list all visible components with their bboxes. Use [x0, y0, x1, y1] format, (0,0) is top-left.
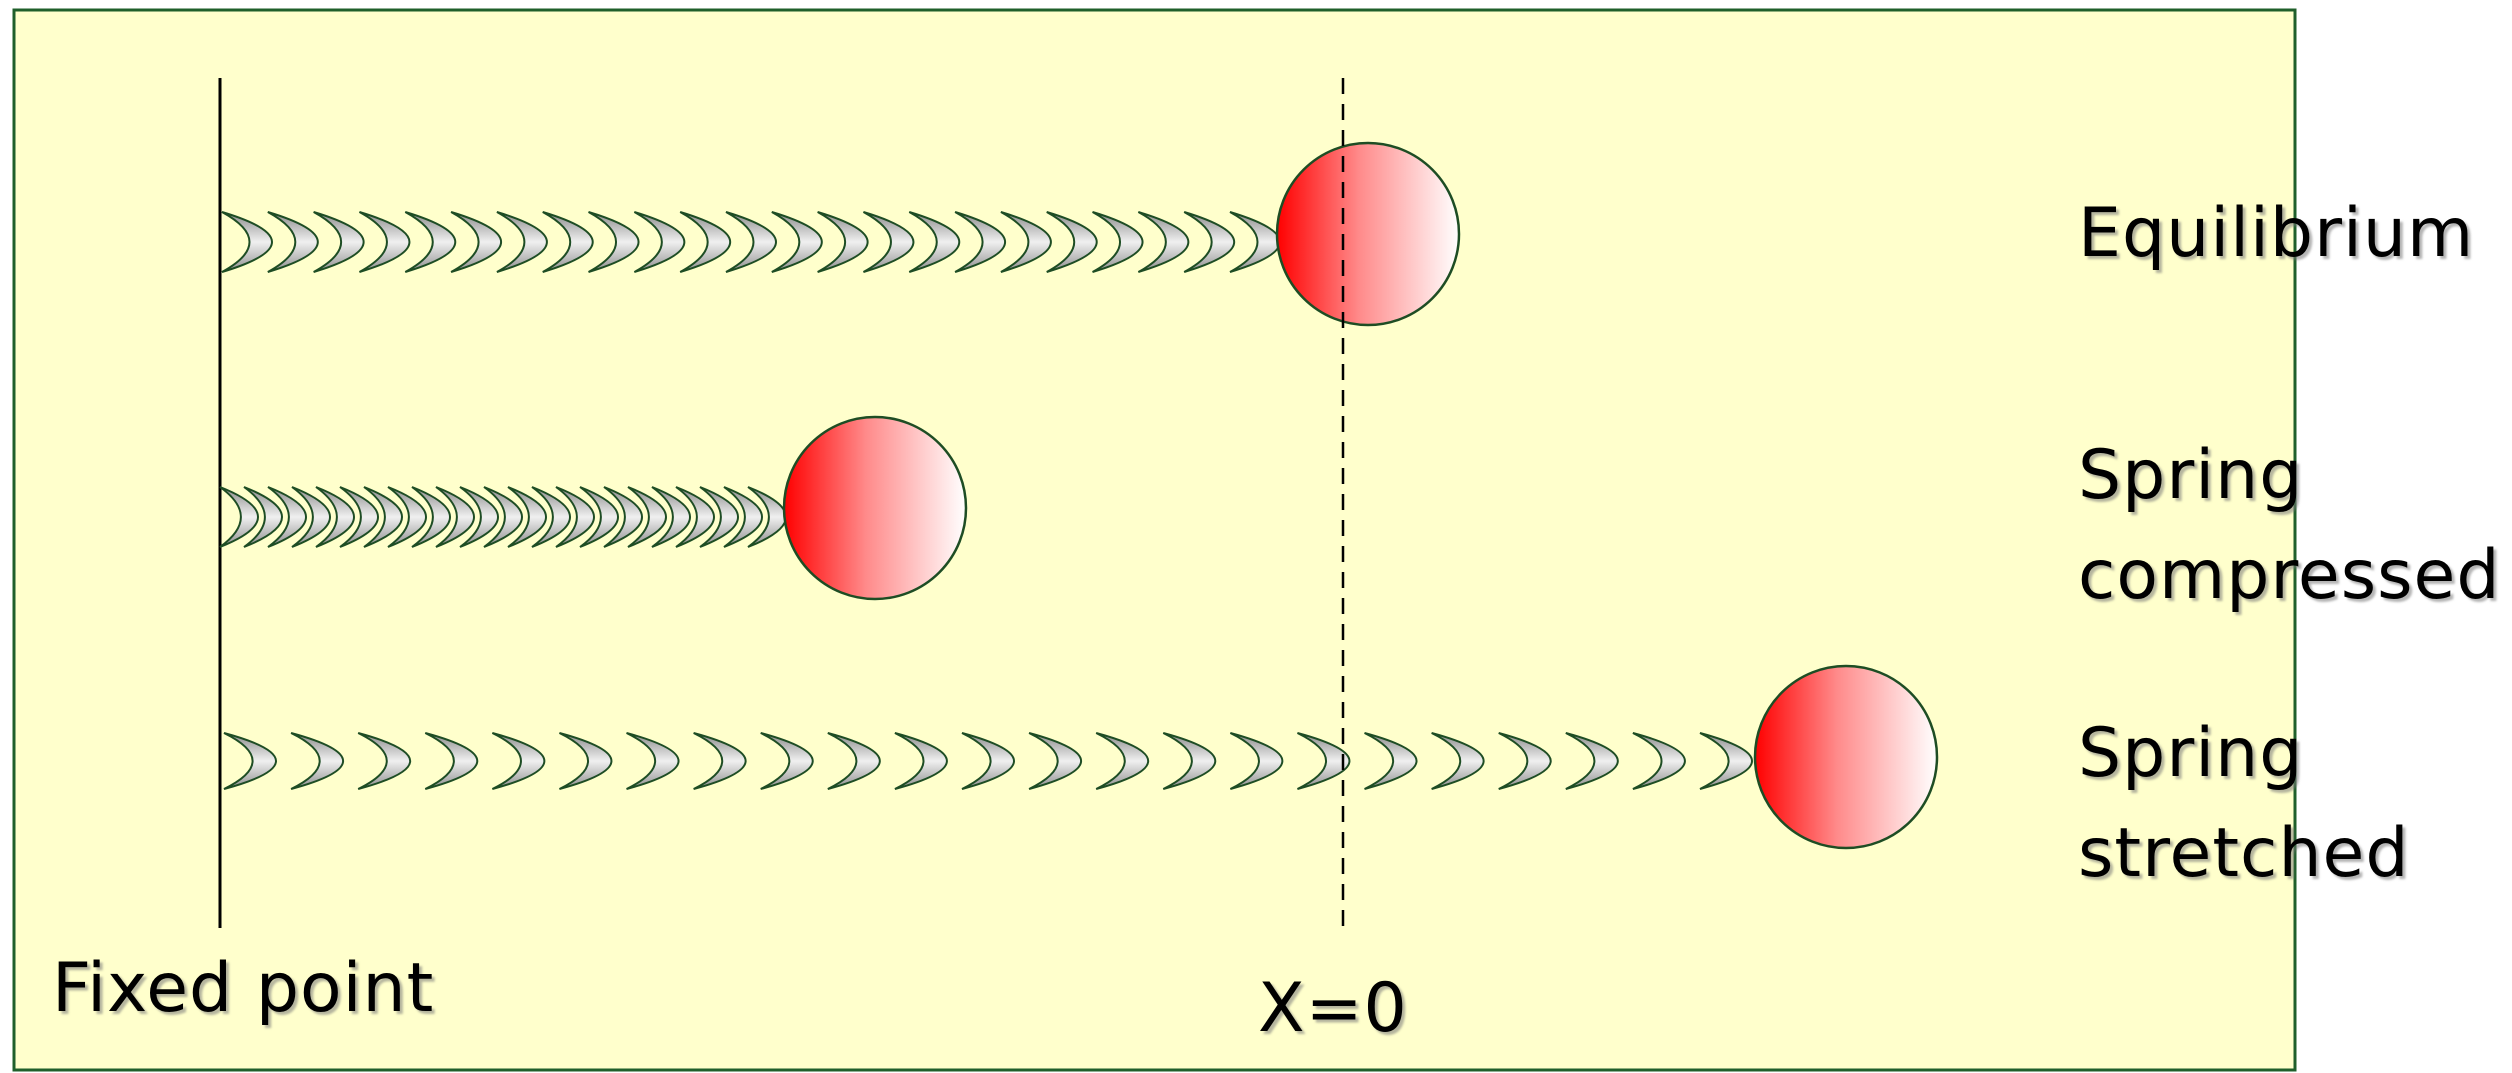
spring-coil	[1095, 732, 1149, 790]
spring-coil	[411, 486, 451, 548]
spring-stretched	[223, 732, 1753, 790]
spring-coil	[315, 486, 355, 548]
spring-coil	[723, 486, 763, 548]
spring-coil	[1229, 211, 1281, 273]
spring-coil	[483, 486, 523, 548]
spring-coil	[339, 486, 379, 548]
spring-coil	[1229, 732, 1284, 790]
spring-coil	[1565, 732, 1619, 790]
spring-coil	[760, 732, 814, 790]
spring-coil	[1297, 732, 1351, 790]
spring-coil	[357, 732, 411, 790]
spring-coil	[862, 211, 915, 273]
spring-coil	[387, 486, 427, 548]
label-spring-stretched-line1: Spring	[2078, 714, 2304, 793]
spring-coil	[908, 211, 960, 273]
spring-coil	[817, 211, 869, 273]
spring-coil	[894, 732, 948, 790]
spring-coil	[771, 211, 823, 273]
spring-coil	[1699, 732, 1753, 790]
spring-coil	[1364, 732, 1418, 790]
spring-coil	[1431, 732, 1485, 790]
spring-coil	[1137, 211, 1190, 273]
spring-coil	[363, 486, 403, 548]
spring-coil	[435, 486, 475, 548]
spring-coil	[507, 486, 547, 548]
spring-coil	[243, 486, 283, 548]
spring-coil	[954, 211, 1006, 273]
spring-coil	[675, 486, 715, 548]
label-fixed-point: Fixed point	[52, 949, 435, 1028]
label-spring-compressed-line1: Spring	[2078, 436, 2304, 515]
spring-coil	[424, 732, 478, 790]
spring-coil	[223, 732, 277, 790]
spring-coil	[626, 732, 680, 790]
spring-coil	[579, 486, 619, 548]
spring-coil	[459, 486, 499, 548]
label-origin: X=0	[1258, 969, 1408, 1048]
spring-coil	[679, 211, 731, 273]
spring-coil	[627, 486, 667, 548]
spring-coil	[221, 211, 273, 273]
spring-coil	[291, 486, 331, 548]
spring-coil	[267, 486, 307, 548]
spring-coil	[290, 732, 344, 790]
spring-coil	[1498, 732, 1552, 790]
spring-equilibrium	[221, 211, 1281, 273]
spring-coil	[358, 211, 411, 273]
spring-coil	[404, 211, 456, 273]
spring-coil	[699, 486, 739, 548]
label-spring-stretched-line2: stretched	[2078, 814, 2410, 893]
spring-coil	[555, 486, 595, 548]
spring-coil	[531, 486, 571, 548]
spring-coil	[267, 211, 319, 273]
spring-coil	[603, 486, 643, 548]
spring-coil	[219, 486, 259, 548]
spring-coil	[651, 486, 691, 548]
spring-coil	[450, 211, 502, 273]
diagram-panel	[12, 8, 2297, 1072]
mass-compressed	[782, 415, 968, 601]
spring-coil	[1632, 732, 1686, 790]
mass-stretched	[1753, 664, 1939, 850]
spring-coil	[747, 486, 787, 548]
mass-equilibrium	[1275, 141, 1461, 327]
spring-coil	[1183, 211, 1235, 273]
spring-compressed	[219, 486, 787, 548]
label-spring-compressed-line2: compressed	[2078, 536, 2501, 615]
spring-coil	[1162, 732, 1216, 790]
spring-coil	[1028, 732, 1082, 790]
spring-coil	[633, 211, 686, 273]
spring-coil	[491, 732, 546, 790]
spring-coil	[961, 732, 1015, 790]
spring-coil	[725, 211, 777, 273]
spring-coil	[542, 211, 594, 273]
spring-coil	[1092, 211, 1144, 273]
spring-coil	[313, 211, 365, 273]
label-equilibrium: Equilibrium	[2078, 194, 2475, 273]
spring-coil	[1046, 211, 1098, 273]
spring-coil	[588, 211, 640, 273]
spring-coil	[496, 211, 548, 273]
spring-coil	[1000, 211, 1052, 273]
spring-coil	[827, 732, 881, 790]
spring-coil	[693, 732, 747, 790]
spring-coil	[559, 732, 613, 790]
